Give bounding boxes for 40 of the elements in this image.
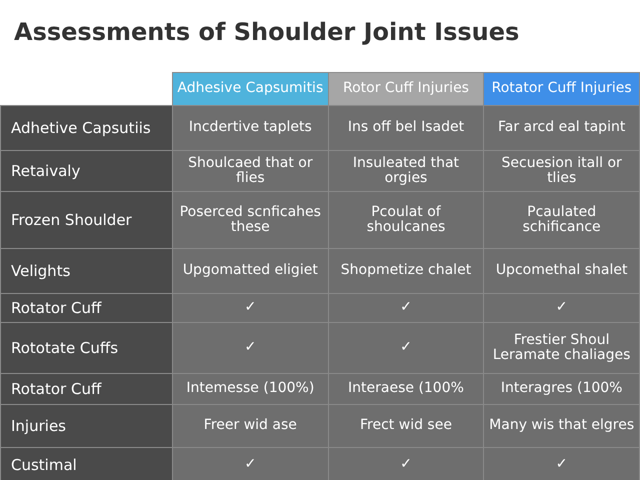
row-header: Rototate Cuffs xyxy=(0,322,172,374)
table-cell: Freer wid ase xyxy=(172,404,328,448)
column-header: Rotor Cuff Injuries xyxy=(328,72,484,106)
table-cell: Ins off bel Isadet xyxy=(328,106,484,150)
row-header: Frozen Shoulder xyxy=(0,192,172,248)
table-cell: Interagres (100% xyxy=(484,374,640,404)
table-cell: ✓ xyxy=(172,322,328,374)
row-header: Retaivaly xyxy=(0,150,172,192)
column-header: Rotator Cuff Injuries xyxy=(484,72,640,106)
row-header: Custimal xyxy=(0,448,172,480)
table-cell: ✓ xyxy=(484,294,640,322)
table-cell: Upcomethal shalet xyxy=(484,248,640,294)
table-cell: ✓ xyxy=(328,448,484,480)
table-cell: ✓ xyxy=(172,294,328,322)
table-cell: Frestier Shoul Leramate chaliages xyxy=(484,322,640,374)
row-header: Rotator Cuff xyxy=(0,294,172,322)
row-header: Injuries xyxy=(0,404,172,448)
table-cell: Far arcd eal tapint xyxy=(484,106,640,150)
table-cell: Frect wid see xyxy=(328,404,484,448)
column-header: Adhesive Capsumitis xyxy=(172,72,328,106)
table-cell: ✓ xyxy=(172,448,328,480)
table-cell: Interaese (100% xyxy=(328,374,484,404)
table-cell: ✓ xyxy=(328,294,484,322)
table-cell: Intemesse (100%) xyxy=(172,374,328,404)
table-cell: ✓ xyxy=(328,322,484,374)
table-cell: Shopmetize chalet xyxy=(328,248,484,294)
row-header: Adhetive Capsutiis xyxy=(0,106,172,150)
table-cell: Upgomatted eligiet xyxy=(172,248,328,294)
row-header: Velights xyxy=(0,248,172,294)
row-header: Rotator Cuff xyxy=(0,374,172,404)
table-cell: Secuesion itall or tlies xyxy=(484,150,640,192)
table-cell: Poserced scnficahes these xyxy=(172,192,328,248)
table-cell: Many wis that elgres xyxy=(484,404,640,448)
table-cell: Pcoulat of shoulcanes xyxy=(328,192,484,248)
table-cell: Insuleated that orgies xyxy=(328,150,484,192)
table-cell: Pcaulated schificance xyxy=(484,192,640,248)
table-cell: ✓ xyxy=(484,448,640,480)
table-cell: Incdertive taplets xyxy=(172,106,328,150)
title: Assessments of Shoulder Joint Issues xyxy=(14,18,520,46)
table-cell: Shoulcaed that or flies xyxy=(172,150,328,192)
